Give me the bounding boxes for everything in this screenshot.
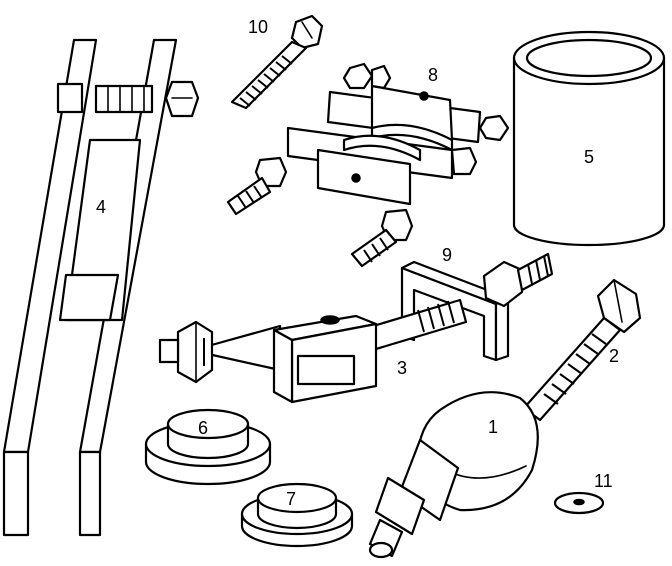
- part-3-adapter: [158, 298, 468, 404]
- part-4-puller-frame: [2, 38, 200, 537]
- part-7-step-plate: [240, 482, 354, 548]
- callout-label-1: 1: [488, 417, 498, 437]
- part-11-washer: [553, 491, 605, 515]
- callout-label-10: 10: [248, 17, 268, 37]
- part-5-cylinder: [512, 30, 666, 247]
- part-6-step-plate: [144, 408, 272, 486]
- callout-label-11: 11: [594, 471, 613, 491]
- part-2-forcing-screw: [522, 278, 642, 422]
- screw-2-threads: [543, 333, 607, 405]
- part-10-bolt: [230, 14, 324, 110]
- callout-label-5: 5: [584, 147, 594, 167]
- callout-label-9: 9: [442, 245, 452, 265]
- callout-label-8: 8: [428, 65, 438, 85]
- part-1-puller-body: [368, 391, 539, 559]
- part-9-bracket: [400, 252, 554, 362]
- callout-label-7: 7: [286, 489, 296, 509]
- callout-label-6: 6: [198, 418, 208, 438]
- callout-label-3: 3: [397, 358, 407, 378]
- callout-label-4: 4: [96, 197, 106, 217]
- part-8-bearing-separator: [226, 62, 510, 268]
- callout-label-2: 2: [609, 346, 619, 366]
- bolt-10-threads: [239, 55, 293, 107]
